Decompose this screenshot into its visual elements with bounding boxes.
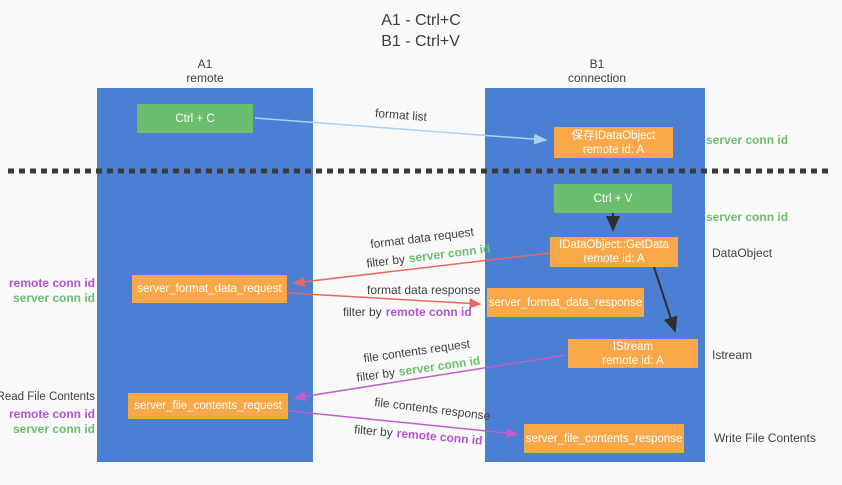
column-b1-name: B1 [589,57,605,71]
save-idataobject-line2: remote id: A [582,143,645,156]
title-line-1: A1 - Ctrl+C [381,12,461,29]
filter-by-text: filter by [343,305,382,319]
ctrl-c-label: Ctrl + C [175,112,215,125]
filter-by-text: filter by [365,251,406,271]
server-format-data-response-label: server_format_data_response [488,296,643,309]
save-idataobject-box: 保存IDataObject remote id: A [554,127,673,158]
istream-side-label: Istream [712,348,753,362]
getdata-line2: remote id: A [583,253,645,265]
column-a1-name: A1 [197,57,213,71]
server-conn-id-label: server conn id [12,291,95,305]
dataobject-label: DataObject [712,246,773,260]
ctrl-c-box: Ctrl + C [137,104,253,133]
istream-box: IStream remote id: A [568,339,698,368]
left-conn-id-pair-bottom: remote conn id server conn id [0,407,95,437]
column-header-a1: A1 remote [145,57,265,85]
server-format-data-request-label: server_format_data_request [137,283,282,295]
read-file-contents-label: Read File Contents [0,391,95,403]
save-idataobject-line1: 保存IDataObject [571,129,656,142]
istream-line1: IStream [612,340,654,353]
server-conn-id-label: server conn id [12,422,95,436]
filter-by-text: filter by [355,365,396,385]
format-data-response-label: format data response [367,283,481,297]
server-file-contents-request-label: server_file_contents_request [134,400,282,412]
server-file-contents-request-box: server_file_contents_request [128,393,288,419]
remote-conn-id-label: remote conn id [8,276,95,290]
server-file-contents-response-box: server_file_contents_response [524,424,684,453]
remote-conn-id-label: remote conn id [8,407,95,421]
server-conn-id-label-mid: server conn id [706,210,789,224]
remote-conn-id-text: remote conn id [396,426,484,448]
ctrl-v-label: Ctrl + V [593,192,633,205]
server-format-data-request-box: server_format_data_request [132,275,287,303]
server-conn-id-label-top: server conn id [706,133,789,147]
file-contents-response-label: file contents response [373,394,492,424]
filter-by-text: filter by [353,422,394,440]
column-b1-role: connection [567,71,627,85]
istream-line2: remote id: A [602,354,664,367]
left-conn-id-pair-top: remote conn id server conn id [0,276,95,306]
format-list-label: format list [374,105,428,125]
diagram-title: A1 - Ctrl+C B1 - Ctrl+V [0,10,842,52]
column-header-b1: B1 connection [537,57,657,85]
getdata-line1: IDataObject::GetData [559,239,669,251]
getdata-box: IDataObject::GetData remote id: A [550,237,678,267]
server-file-contents-response-label: server_file_contents_response [525,432,683,445]
remote-conn-id-text: remote conn id [385,305,472,319]
title-line-2: B1 - Ctrl+V [381,33,460,50]
server-format-data-response-box: server_format_data_response [487,288,644,317]
write-file-contents-label: Write File Contents [714,431,816,445]
column-a1-role: remote [186,71,224,85]
ctrl-v-box: Ctrl + V [554,184,672,213]
